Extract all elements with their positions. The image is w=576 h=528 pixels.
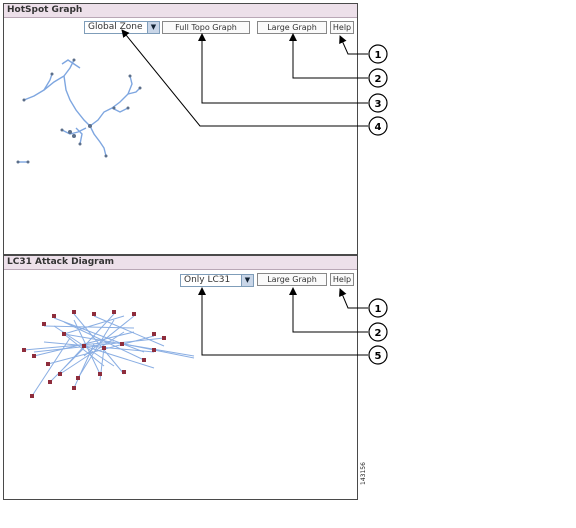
- help-button[interactable]: Help: [330, 21, 354, 34]
- attack-diagram-title: LC31 Attack Diagram: [4, 256, 357, 270]
- help-button[interactable]: Help: [330, 273, 354, 286]
- callout-2: 2: [375, 74, 382, 85]
- chevron-down-icon[interactable]: ▼: [147, 22, 159, 33]
- large-graph-button[interactable]: Large Graph: [257, 273, 327, 286]
- chevron-down-icon[interactable]: ▼: [241, 275, 253, 286]
- callout-4: 4: [375, 122, 382, 133]
- callout-1: 1: [375, 50, 382, 61]
- callout-5: 5: [375, 351, 382, 362]
- attack-graph[interactable]: [4, 256, 359, 501]
- callout-1: 1: [375, 304, 382, 315]
- hotspot-topology-graph[interactable]: [4, 4, 359, 256]
- callout-2: 2: [375, 328, 382, 339]
- hotspot-graph-panel: HotSpot Graph Global Zone ▼ Full Topo Gr…: [3, 3, 358, 255]
- figure-id: 143156: [360, 462, 367, 485]
- full-topo-graph-button[interactable]: Full Topo Graph: [162, 21, 250, 34]
- filter-select-value: Only LC31: [184, 275, 231, 285]
- zone-select-value: Global Zone: [88, 22, 143, 32]
- attack-diagram-panel: LC31 Attack Diagram Only LC31 ▼ Large Gr…: [3, 255, 358, 500]
- callout-3: 3: [375, 99, 382, 110]
- filter-select[interactable]: Only LC31 ▼: [180, 274, 254, 287]
- hotspot-graph-title: HotSpot Graph: [4, 4, 357, 18]
